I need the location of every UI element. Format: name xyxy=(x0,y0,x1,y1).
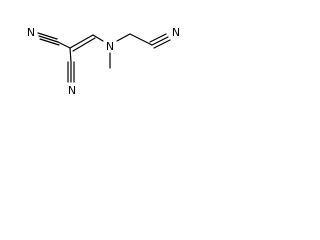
left-nitrile-nitrogen-label: N xyxy=(27,26,35,39)
right-nitrile-nitrogen-label: N xyxy=(172,26,180,39)
left-nitrile-triple-bond xyxy=(37,32,60,46)
chemical-structure: N N N N xyxy=(27,26,180,97)
right-nitrile-triple-bond xyxy=(149,33,171,49)
amine-nitrogen-label: N xyxy=(106,40,114,53)
bottom-nitrile-to-central-carbon-bond xyxy=(69,47,72,63)
vinyl-carbon-to-amine-bond xyxy=(92,34,104,42)
methylene-to-nitrile-carbon-bond xyxy=(129,33,153,46)
alkene-double-bond xyxy=(69,34,96,52)
left-nitrile-to-central-carbon-bond xyxy=(57,41,71,49)
bottom-nitrile-triple-bond xyxy=(67,61,75,83)
amine-to-methylene-bond xyxy=(116,33,131,42)
bottom-nitrile-nitrogen-label: N xyxy=(68,84,76,97)
